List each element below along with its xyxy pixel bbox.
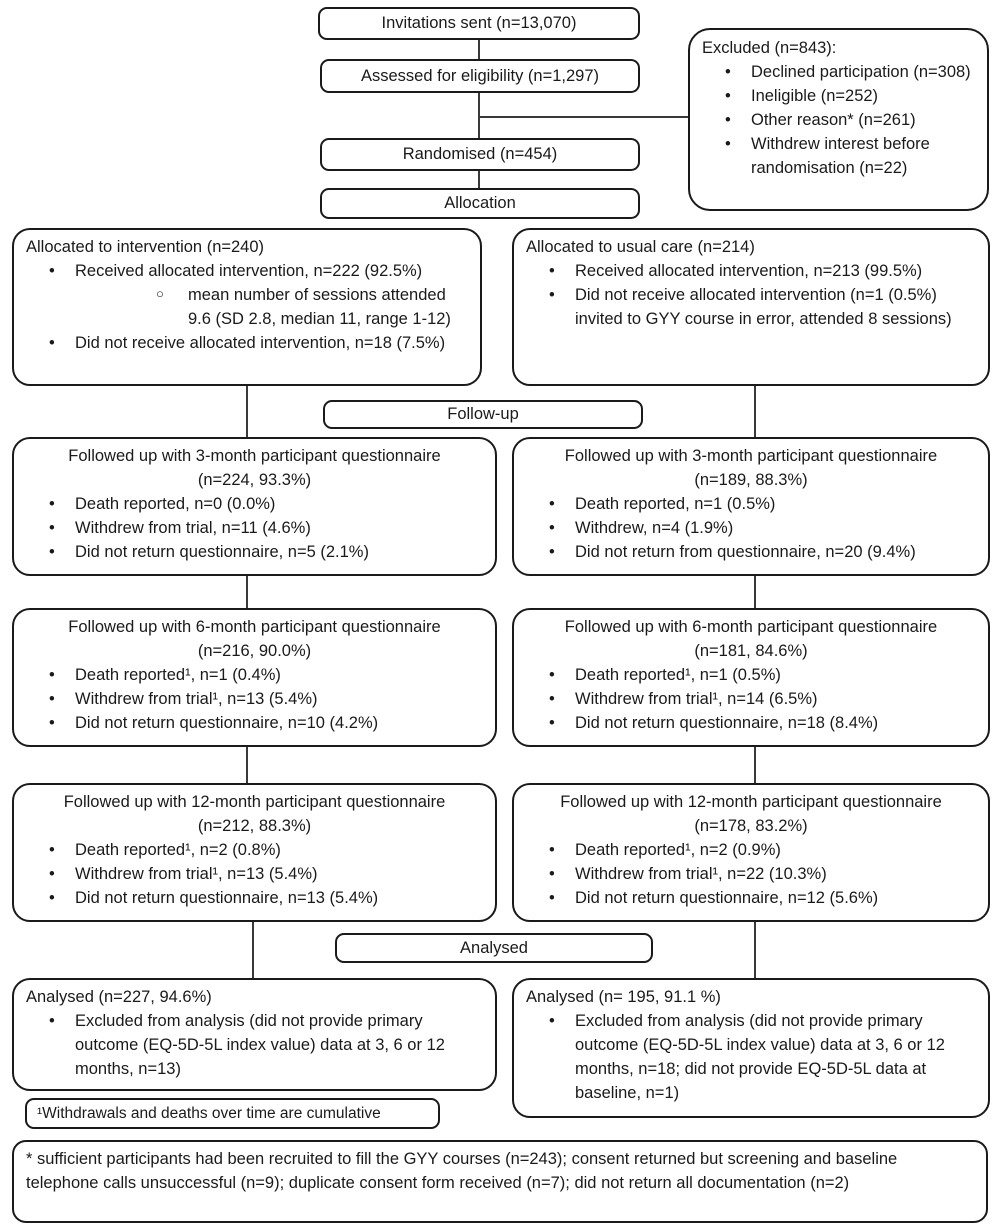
bullet-item: Did not receive allocated intervention, … [26,331,468,355]
bullet-item: Received allocated intervention, n=213 (… [526,259,976,283]
invitations-label: Invitations sent (n=13,070) [381,14,577,33]
excluded-box: Excluded (n=843): Declined participation… [688,28,989,211]
excluded-bullet: Ineligible (n=252) [702,84,975,108]
bullet-item: Did not return questionnaire, n=10 (4.2%… [26,711,483,735]
connector-fu6-fu12-left [246,744,248,783]
bullet-item: Death reported, n=0 (0.0%) [26,492,483,516]
box-title: Followed up with 12-month participant qu… [560,793,942,811]
box-subtitle: (n=224, 93.3%) [197,471,312,490]
analysed-band: Analysed [335,933,653,963]
alloc-intervention-box: Allocated to intervention (n=240) Receiv… [12,228,482,386]
box-title: Followed up with 6-month participant que… [68,618,441,636]
connector-branch-excluded [479,116,689,118]
fu12-usual-care-box: Followed up with 12-month participant qu… [512,783,990,922]
bullet-item: Withdrew, n=4 (1.9%) [526,516,976,540]
connector-fu3-fu6-left [246,574,248,608]
bullet-item: Did not return questionnaire, n=12 (5.6%… [526,886,976,910]
connector-fu12-analysed-right [754,919,756,979]
bullet-item: Did not return questionnaire, n=5 (2.1%) [26,540,483,564]
bullet-item: Received allocated intervention, n=222 (… [26,259,468,283]
analysed-label: Analysed [460,938,528,957]
excluded-bullet: Other reason* (n=261) [702,108,975,132]
box-title: Followed up with 3-month participant que… [68,447,441,465]
followup-label: Follow-up [447,405,519,424]
box-subtitle: (n=189, 88.3%) [694,471,808,490]
randomised-box: Randomised (n=454) [320,138,640,171]
fu6-intervention-box: Followed up with 6-month participant que… [12,608,497,747]
bullet-item: Did not return questionnaire, n=18 (8.4%… [526,711,976,735]
bullet-item: Withdrew from trial¹, n=13 (5.4%) [26,862,483,886]
bullet-item: Death reported¹, n=1 (0.5%) [526,663,976,687]
fu3-intervention-box: Followed up with 3-month participant que… [12,437,497,576]
box-title: Followed up with 12-month participant qu… [63,793,446,811]
assessed-label: Assessed for eligibility (n=1,297) [361,66,599,85]
connector-alloc-fu3-right [754,384,756,438]
box-subtitle: (n=216, 90.0%) [197,642,312,661]
excluded-bullet: Declined participation (n=308) [702,60,975,84]
assessed-box: Assessed for eligibility (n=1,297) [320,59,640,93]
fu6-usual-care-box: Followed up with 6-month participant que… [512,608,990,747]
excluded-title: Excluded (n=843): [702,39,837,57]
analysed-usual-care-box: Analysed (n= 195, 91.1 %) Excluded from … [512,978,990,1118]
cumulative-footnote-box: ¹Withdrawals and deaths over time are cu… [25,1098,440,1129]
connector-fu6-fu12-right [754,744,756,783]
bullet-item: Death reported¹, n=2 (0.9%) [526,838,976,862]
sub-bullet-item: mean number of sessions attended 9.6 (SD… [26,283,468,331]
bullet-item: Death reported¹, n=2 (0.8%) [26,838,483,862]
connector-alloc-fu3-left [246,384,248,438]
followup-band: Follow-up [323,400,643,429]
bullet-item: Death reported, n=1 (0.5%) [526,492,976,516]
fu12-intervention-box: Followed up with 12-month participant qu… [12,783,497,922]
allocation-band: Allocation [320,188,640,219]
bullet-item: Withdrew from trial¹, n=13 (5.4%) [26,687,483,711]
box-title: Followed up with 3-month participant que… [564,447,938,465]
excluded-bullet: Withdrew interest before randomisation (… [702,132,975,180]
other-reason-footnote-box: * sufficient participants had been recru… [12,1140,988,1223]
bullet-item: Did not receive allocated intervention (… [526,283,976,331]
box-title: Analysed (n=227, 94.6%) [26,988,212,1006]
other-reason-footnote-text: * sufficient participants had been recru… [26,1150,898,1193]
allocation-label: Allocation [444,194,516,213]
box-title: Allocated to usual care (n=214) [526,238,755,256]
invitations-box: Invitations sent (n=13,070) [318,7,640,40]
fu3-usual-care-box: Followed up with 3-month participant que… [512,437,990,576]
box-title: Followed up with 6-month participant que… [564,618,938,636]
analysed-intervention-box: Analysed (n=227, 94.6%) Excluded from an… [12,978,497,1091]
connector-fu3-fu6-right [754,574,756,608]
alloc-usual-care-box: Allocated to usual care (n=214) Received… [512,228,990,386]
bullet-item: Did not return questionnaire, n=13 (5.4%… [26,886,483,910]
box-subtitle: (n=212, 88.3%) [197,817,312,836]
bullet-item: Withdrew from trial¹, n=22 (10.3%) [526,862,976,886]
connector-randomised-allocation [478,169,480,189]
cumulative-footnote-text: ¹Withdrawals and deaths over time are cu… [37,1105,381,1122]
connector-fu12-analysed-left [252,919,254,979]
bullet-item: Withdrew from trial, n=11 (4.6%) [26,516,483,540]
box-subtitle: (n=178, 83.2%) [694,817,808,836]
box-subtitle: (n=181, 84.6%) [694,642,808,661]
randomised-label: Randomised (n=454) [402,145,558,164]
connector-assessed-randomised [478,91,480,139]
box-title: Allocated to intervention (n=240) [26,238,265,256]
bullet-item: Withdrew from trial¹, n=14 (6.5%) [526,687,976,711]
box-title: Analysed (n= 195, 91.1 %) [526,988,721,1006]
bullet-item: Did not return from questionnaire, n=20 … [526,540,976,564]
bullet-item: Excluded from analysis (did not provide … [526,1009,976,1105]
connector-invitations-assessed [478,38,480,60]
bullet-item: Excluded from analysis (did not provide … [26,1009,483,1081]
bullet-item: Death reported¹, n=1 (0.4%) [26,663,483,687]
